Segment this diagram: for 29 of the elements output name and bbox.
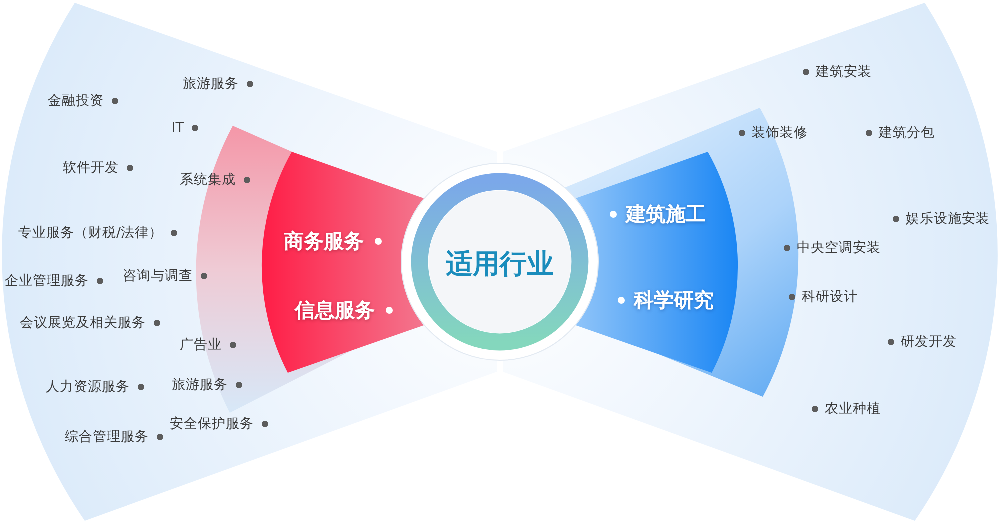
industry-name: 研发开发 bbox=[901, 333, 957, 351]
industry-name: 企业管理服务 bbox=[5, 272, 89, 290]
industry-name: 综合管理服务 bbox=[65, 428, 149, 446]
industry-name: 装饰装修 bbox=[752, 124, 808, 142]
industry-name: 安全保护服务 bbox=[170, 415, 254, 433]
industry-name: 农业种植 bbox=[825, 400, 881, 418]
industry-name: 建筑安装 bbox=[816, 63, 872, 81]
center-title: 适用行业 bbox=[446, 248, 554, 282]
category-name: 信息服务 bbox=[295, 297, 375, 323]
category-name: 建筑施工 bbox=[626, 201, 706, 227]
industry-name: IT bbox=[172, 119, 184, 137]
industry-name: 旅游服务 bbox=[183, 75, 239, 93]
industry-name: 建筑分包 bbox=[879, 124, 935, 142]
industry-name: 科研设计 bbox=[802, 288, 858, 306]
industry-name: 广告业 bbox=[180, 336, 222, 354]
industry-name: 中央空调安装 bbox=[797, 239, 881, 257]
category-name: 商务服务 bbox=[284, 228, 364, 254]
industry-name: 娱乐设施安装 bbox=[906, 210, 990, 228]
industry-name: 金融投资 bbox=[48, 92, 104, 110]
category-name: 科学研究 bbox=[634, 287, 714, 313]
industry-name: 专业服务（财税/法律） bbox=[18, 224, 163, 242]
industry-name: 咨询与调查 bbox=[123, 267, 193, 285]
industry-name: 人力资源服务 bbox=[46, 378, 130, 396]
industry-name: 旅游服务 bbox=[172, 376, 228, 394]
industry-name: 软件开发 bbox=[63, 159, 119, 177]
industry-name: 会议展览及相关服务 bbox=[20, 314, 146, 332]
category-band bbox=[262, 152, 425, 373]
industry-name: 系统集成 bbox=[180, 171, 236, 189]
category-band bbox=[576, 152, 738, 373]
